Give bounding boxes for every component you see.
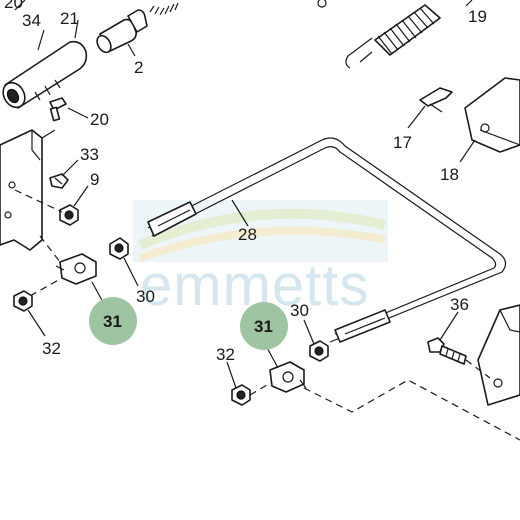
leader-2 xyxy=(127,43,136,57)
part-30-right-nut[interactable] xyxy=(309,340,329,362)
axis-32-right xyxy=(249,381,273,396)
spring-top xyxy=(149,2,179,16)
axis-lower-right xyxy=(303,379,520,441)
leader-28 xyxy=(231,199,249,227)
part-18-bracket[interactable] xyxy=(464,77,520,153)
badge-31-right[interactable] xyxy=(240,302,288,350)
callout-32-right: 32 xyxy=(216,345,235,364)
leader-32-right xyxy=(226,361,237,389)
part-31-right-block[interactable] xyxy=(269,361,307,393)
callout-34: 34 xyxy=(22,11,41,30)
leader-9 xyxy=(73,185,89,207)
part-28-rod[interactable] xyxy=(147,137,507,343)
leader-21 xyxy=(74,19,79,39)
callout-18: 18 xyxy=(440,165,459,184)
callout-21: 21 xyxy=(60,9,79,28)
left-bracket[interactable] xyxy=(0,129,56,251)
axis-9 xyxy=(14,189,63,213)
part-34-sleeve[interactable] xyxy=(0,40,88,112)
leader-20 xyxy=(67,107,89,119)
callout-30-left: 30 xyxy=(136,287,155,306)
part-19-spring[interactable] xyxy=(317,0,441,69)
callout-17: 17 xyxy=(393,133,412,152)
leader-36 xyxy=(439,311,459,341)
part-36-bolt[interactable] xyxy=(427,337,467,365)
leader-30-left xyxy=(123,257,139,287)
leader-34 xyxy=(37,29,45,51)
leader-33 xyxy=(61,159,79,177)
part-31-left-block[interactable] xyxy=(55,253,97,285)
part-32-left-nut[interactable] xyxy=(13,290,33,312)
axis-31-left xyxy=(39,235,61,263)
part-9-nut[interactable] xyxy=(59,204,79,226)
callout-2: 2 xyxy=(134,58,143,77)
callout-9: 9 xyxy=(90,170,99,189)
part-20-bolt[interactable] xyxy=(49,97,67,122)
callout-20: 20 xyxy=(90,110,109,129)
right-lower-bracket[interactable] xyxy=(477,304,520,406)
callout-30-right: 30 xyxy=(290,301,309,320)
callout-19: 19 xyxy=(468,7,487,26)
leader-30-right xyxy=(303,319,315,345)
leader-32-left xyxy=(27,309,46,337)
leader-18 xyxy=(459,139,476,163)
callout-33: 33 xyxy=(80,145,99,164)
callout-36: 36 xyxy=(450,295,469,314)
part-17-clip[interactable] xyxy=(419,87,453,113)
watermark: emmetts xyxy=(133,200,388,318)
callout-28: 28 xyxy=(238,225,257,244)
callout-32-left: 32 xyxy=(42,339,61,358)
badge-31-left[interactable] xyxy=(89,297,137,345)
part-30-left-nut[interactable] xyxy=(109,237,129,260)
part-32-right-nut[interactable] xyxy=(231,384,251,406)
axis-36 xyxy=(465,359,491,379)
part-33-clip[interactable] xyxy=(49,173,69,189)
leader-17 xyxy=(407,105,426,129)
callout-20-top: 20 xyxy=(4,0,23,12)
axis-32-left xyxy=(29,277,63,297)
leader-20-top xyxy=(14,0,26,11)
callout-31-right: 31 xyxy=(254,317,273,336)
callout-31-left: 31 xyxy=(103,312,122,331)
leader-19 xyxy=(465,0,473,7)
part-2-pin[interactable] xyxy=(94,9,148,55)
